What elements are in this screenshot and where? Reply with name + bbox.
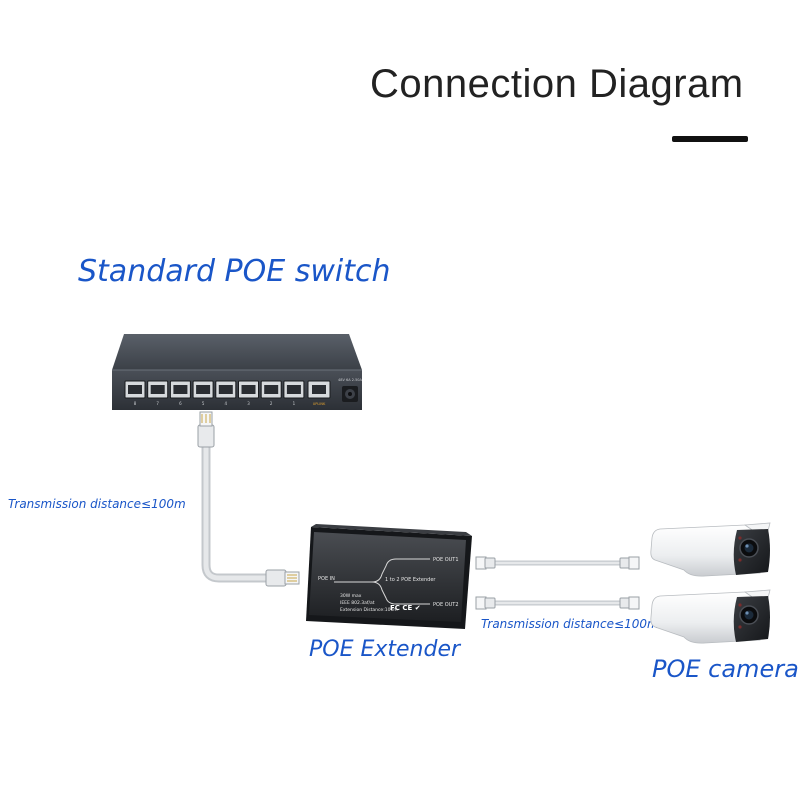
- poe-extender-device: POE IN POE OUT1 POE OUT2 1 to 2 POE Exte…: [306, 524, 472, 629]
- edge-label-switch-extender: Transmission distance≤100m: [8, 497, 186, 511]
- switch-port: 8: [124, 380, 146, 406]
- switch-label: Standard POE switch: [78, 254, 391, 289]
- switch-port: 5: [192, 380, 214, 406]
- switch-port-number: 1: [293, 401, 296, 406]
- switch-port: 6: [169, 380, 191, 406]
- diagram-title: Connection Diagram: [370, 62, 744, 106]
- switch-port-number: 3: [247, 401, 250, 406]
- title-underline: [672, 136, 748, 142]
- rj45-connector-switch-end: [197, 411, 215, 448]
- extender-spec-line-1: 30W max: [340, 593, 362, 599]
- camera-label: POE camera: [652, 655, 799, 683]
- extender-label: POE Extender: [309, 637, 461, 662]
- switch-port: 3: [238, 380, 259, 406]
- switch-port: 1: [283, 380, 305, 406]
- switch-port-number: 4: [225, 401, 228, 406]
- cable-switch-to-extender: [201, 435, 275, 583]
- poe-camera-1: [650, 522, 771, 577]
- switch-port: 4: [215, 380, 237, 406]
- rj45-connector-out1: [475, 556, 640, 570]
- switch-port-number: 8: [134, 401, 137, 406]
- rj45-connector-extender-in: [265, 569, 300, 587]
- switch-port-number: 2: [270, 401, 273, 406]
- extender-port-out1-label: POE OUT1: [433, 557, 459, 563]
- extender-port-in-label: POE IN: [318, 576, 335, 582]
- poe-switch-device: 8 7 6 5 4 3 2 1 UPLINK 48V 6A 2.50A: [112, 334, 363, 410]
- poe-camera-2: [650, 589, 771, 644]
- switch-uplink-label: UPLINK: [313, 402, 326, 406]
- extender-port-out2-label: POE OUT2: [433, 602, 459, 608]
- switch-port-number: 7: [156, 401, 159, 406]
- edge-label-extender-camera: Transmission distance≤100m: [481, 617, 659, 631]
- extender-spec-line-3: Extension Distance:100m: [340, 607, 398, 613]
- extender-spec-line-2: IEEE 802.3af/at: [340, 600, 375, 606]
- switch-port-number: 6: [179, 401, 182, 406]
- extender-device-name: 1 to 2 POE Extender: [385, 577, 436, 583]
- switch-port: 2: [260, 380, 282, 406]
- switch-power-label: 48V 6A 2.50A: [338, 378, 362, 382]
- switch-port: 7: [147, 380, 169, 406]
- rj45-connector-out2: [475, 596, 640, 610]
- switch-port-number: 5: [202, 401, 205, 406]
- extender-cert-marks: FC CE ✔: [390, 604, 421, 612]
- switch-ports: 8 7 6 5 4 3 2 1: [124, 380, 305, 406]
